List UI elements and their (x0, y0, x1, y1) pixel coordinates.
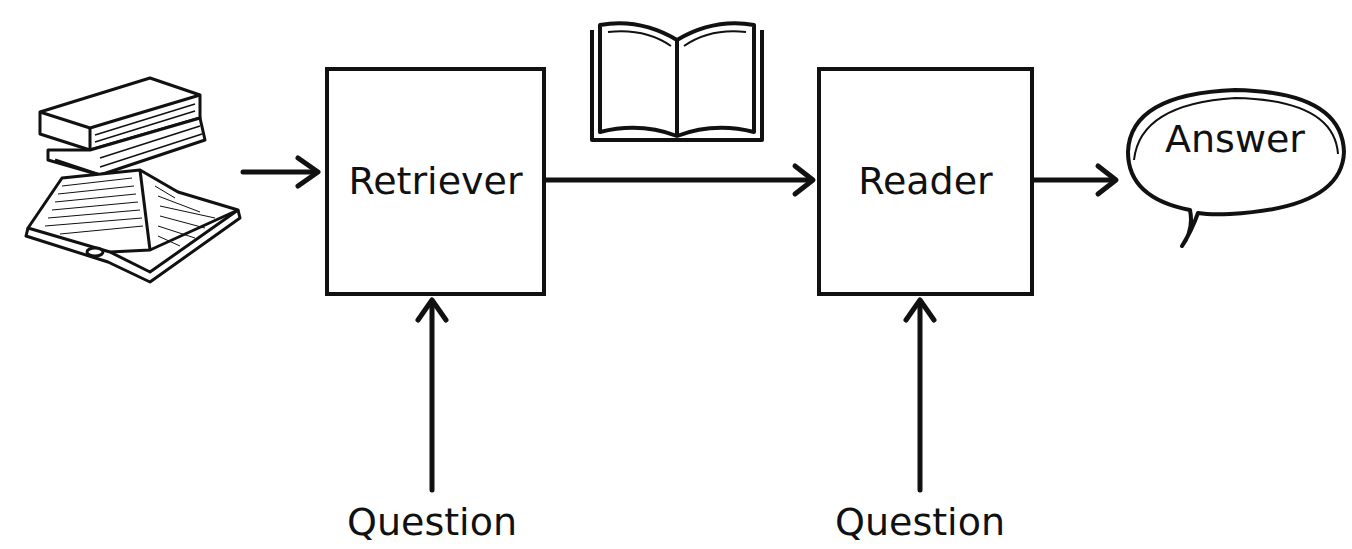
speech-bubble: Answer (1120, 80, 1350, 230)
flow-arrow (1034, 166, 1116, 194)
flow-arrow (546, 166, 813, 194)
input-label: Question (347, 500, 517, 544)
answer-label: Answer (1165, 118, 1305, 162)
process-box: Retriever (325, 67, 546, 296)
input-label: Question (835, 500, 1005, 544)
process-box: Reader (817, 67, 1034, 296)
open-book-illustration (592, 23, 762, 140)
input-arrow (243, 158, 318, 186)
question-arrow (418, 300, 934, 490)
box-label: Reader (858, 160, 992, 204)
books-illustration (26, 78, 240, 282)
box-label: Retriever (348, 160, 522, 204)
